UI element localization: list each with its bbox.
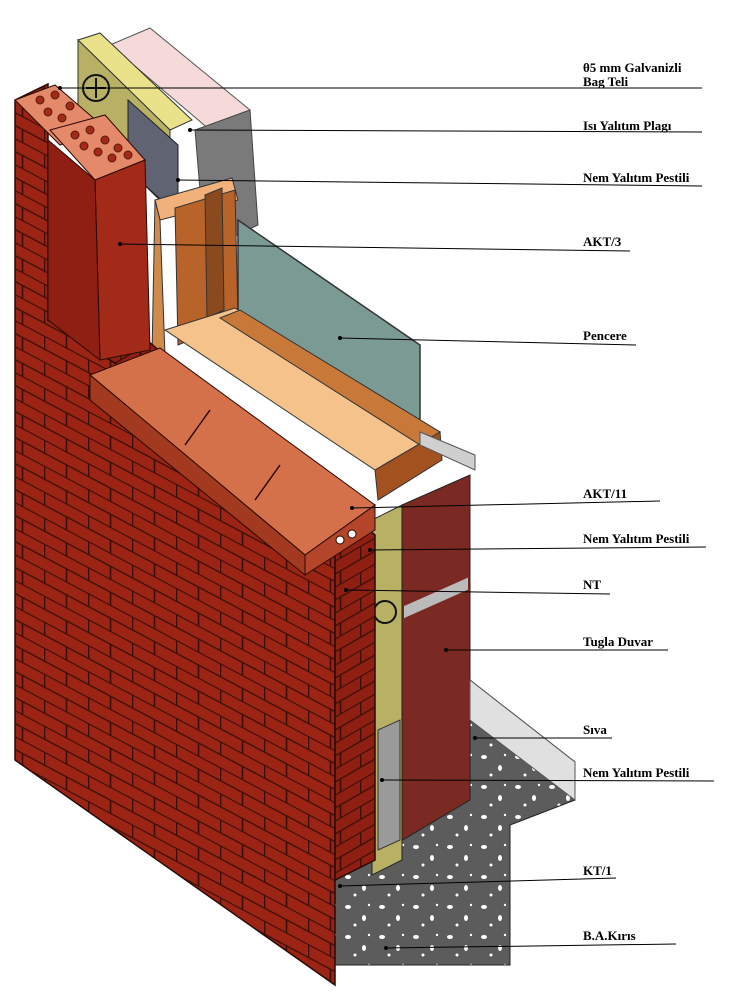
label-ba-kiris: B.A.Kırıs (583, 928, 636, 943)
label-isi-yalitim: Isı Yalıtım Plagı (583, 118, 672, 133)
label-tugla-duvar: Tugla Duvar (583, 634, 653, 649)
label-akt3: AKT/3 (583, 234, 622, 249)
label-nt: NT (583, 577, 602, 592)
label-akt11: AKT/11 (583, 486, 628, 501)
label-nem-yalitim-2: Nem Yalıtım Pestili (583, 531, 690, 546)
moisture-membrane-lower (377, 719, 401, 851)
window-frame (151, 177, 239, 356)
leader-dots (58, 86, 477, 950)
label-nem-yalitim-3: Nem Yalıtım Pestili (583, 765, 690, 780)
label-pencere: Pencere (583, 328, 627, 343)
label-bag-teli: θ5 mm Galvanizli Bag Teli (583, 61, 682, 89)
label-kt1: KT/1 (583, 863, 612, 878)
concrete-beam (334, 678, 576, 966)
brick-pier-top (14, 84, 151, 362)
label-siva: Sıva (583, 722, 607, 737)
label-bag-teli-line2: Bag Teli (583, 74, 629, 89)
window-sill (163, 307, 476, 501)
leader-lines (60, 87, 715, 949)
label-nem-yalitim-1: Nem Yalıtım Pestili (583, 170, 690, 185)
label-bag-teli-line1: θ5 mm Galvanizli (583, 60, 682, 75)
brick-lintel (89, 347, 376, 577)
